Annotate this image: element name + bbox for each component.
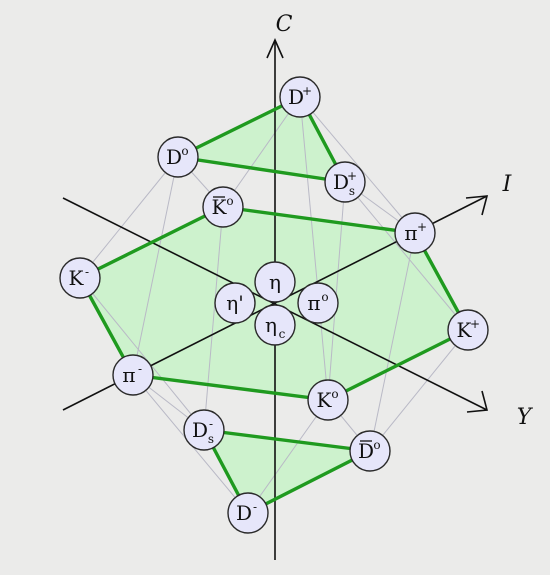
y-axis-arrowhead (466, 390, 489, 413)
meson-base-label: K (317, 388, 333, 412)
meson-base-label: D (358, 439, 374, 463)
meson-base-label: K (69, 266, 85, 290)
meson-superscript: o (181, 144, 188, 158)
meson-base-label: K (212, 195, 228, 219)
meson-superscript: - (209, 417, 213, 431)
i-axis-arrowhead (465, 195, 489, 216)
meson-circle (254, 304, 296, 346)
meson-node-Dp: D+ (279, 76, 321, 118)
meson-superscript: o (331, 387, 338, 401)
meson-circle (307, 379, 349, 421)
bottom-anticharm-face (204, 430, 370, 513)
y-axis (62, 197, 488, 411)
top-charm-face (178, 97, 345, 182)
meson-node-Dm: D- (227, 492, 269, 534)
meson-circle (157, 136, 199, 178)
meson-base-label: π (307, 291, 320, 315)
meson-superscript: + (302, 84, 312, 98)
meson-node-Dsm: D-s (183, 409, 225, 451)
meson-superscript: o (373, 438, 380, 452)
meson-base-label: η (265, 313, 277, 337)
meson-node-pip: π+ (394, 212, 436, 254)
wireframe-edges (79, 96, 469, 514)
meson-base-label: D (166, 145, 182, 169)
meson-node-Kp: K+ (447, 309, 489, 351)
meson-base-label: D (288, 85, 304, 109)
meson-node-eta: η (254, 261, 296, 303)
meson-superscript: - (253, 500, 257, 514)
meson-circle (59, 257, 101, 299)
meson-circle (324, 161, 366, 203)
meson-circle (447, 309, 489, 351)
meson-superscript: + (347, 169, 357, 183)
meson-circle (112, 354, 154, 396)
meson-base-label: D (192, 418, 208, 442)
meson-node-etap: η' (214, 282, 256, 324)
meson-base-label: η' (226, 291, 243, 315)
bottom-anticharm-triangle-edges (202, 428, 372, 515)
meson-superscript: o (321, 290, 328, 304)
c-axis-label: C (276, 12, 293, 37)
meson-circle (214, 282, 256, 324)
meson-base-label: π (404, 221, 417, 245)
y-axis-label: Y (517, 405, 534, 430)
meson-circle (227, 492, 269, 534)
meson-base-label: π (122, 363, 135, 387)
meson-superscript: - (138, 362, 142, 376)
meson-base-label: D (236, 501, 252, 525)
meson-node-pim: π- (112, 354, 154, 396)
c-axis-arrowhead (266, 38, 284, 59)
meson-base-label: D (333, 170, 349, 194)
meson-superscript: + (470, 317, 480, 331)
meson-superscript: o (226, 194, 233, 208)
i-axis-label: I (502, 172, 513, 197)
meson-circle (394, 212, 436, 254)
top-charm-triangle-edges (176, 95, 347, 184)
meson-subscript: s (349, 184, 355, 198)
meson-subscript: c (279, 327, 286, 341)
meson-circle (254, 261, 296, 303)
meson-base-label: η (269, 270, 281, 294)
meson-subscript: s (208, 432, 214, 446)
meson-circle (279, 76, 321, 118)
meson-node-Km: K- (59, 257, 101, 299)
meson-base-label: K (457, 318, 473, 342)
meson-circle (297, 282, 339, 324)
meson-circle (183, 409, 225, 451)
meson-superscript: - (85, 265, 89, 279)
meson-superscript: + (417, 220, 427, 234)
meson-node-Dsp: D+s (324, 161, 366, 203)
